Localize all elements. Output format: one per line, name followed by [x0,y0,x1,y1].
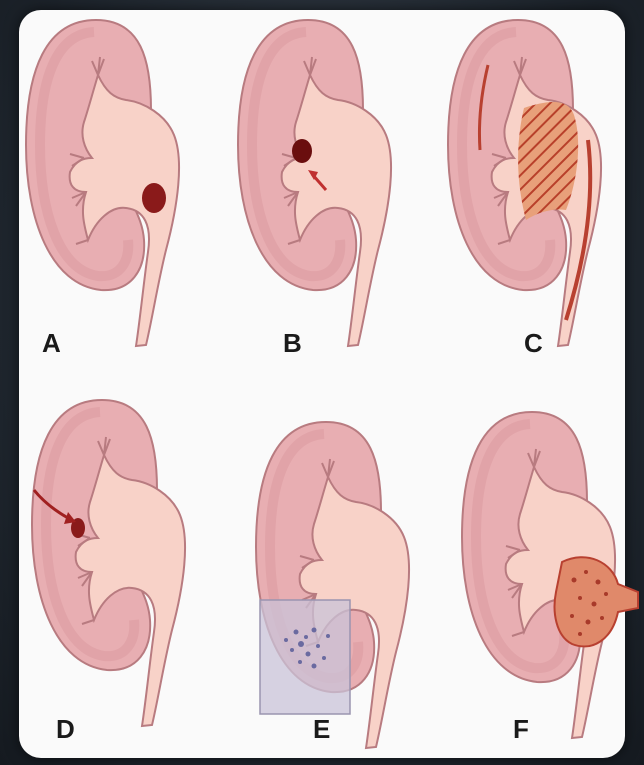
kidney-panel-e [256,422,409,748]
kidney-panel-f [462,412,638,738]
kidney-panel-a [26,20,179,346]
kidney-panel-b [238,20,391,346]
panel-label-e: E [313,714,330,745]
panel-label-a: A [42,328,61,359]
tumor-lesion-a [142,183,166,213]
dilated-pelvis-f [555,557,638,646]
cyst-box-e [260,600,350,714]
panel-label-f: F [513,714,529,745]
panel-label-d: D [56,714,75,745]
kidney-panel-c [448,20,601,346]
panel-label-b: B [283,328,302,359]
stone-lesion-b [292,139,312,163]
kidney-panel-d [32,400,185,726]
panel-label-c: C [524,328,543,359]
